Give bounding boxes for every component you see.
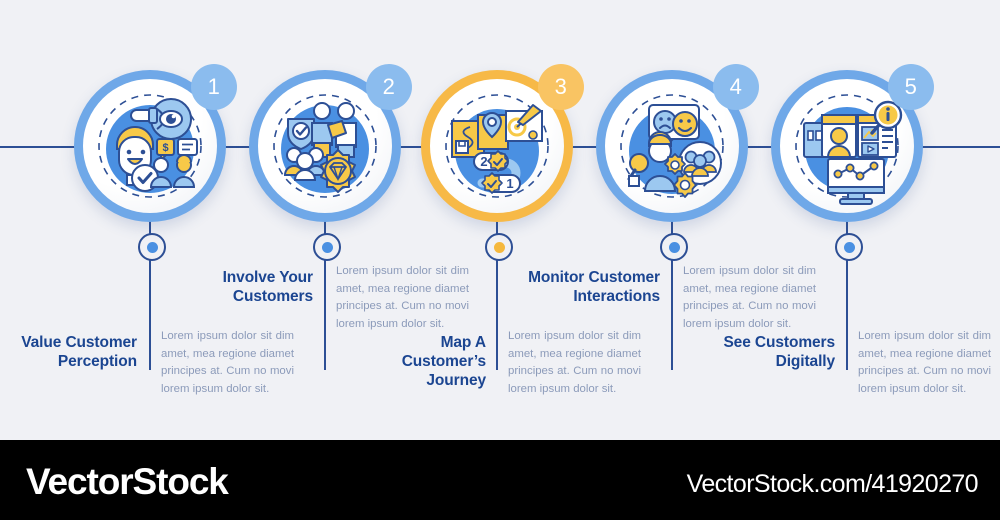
step-title-block-4: Monitor Customer Interactions (518, 268, 660, 306)
team-quality-icon (258, 79, 392, 213)
step-body-1: Lorem ipsum dolor sit dim amet, mea regi… (161, 330, 294, 395)
step-body-block-5: Lorem ipsum dolor sit dim amet, mea regi… (858, 328, 991, 398)
connector-stem-3 (496, 218, 498, 370)
vectorstock-url: VectorStock.com/41920270 (686, 470, 979, 498)
step-node-4[interactable]: 4 (596, 64, 759, 222)
dot-core (146, 241, 158, 253)
connector-stem-1 (149, 218, 151, 370)
connector-dot-3 (485, 233, 513, 261)
dot-core (321, 241, 333, 253)
infographic-stage: $ 1 (0, 64, 1000, 398)
step-title-block-3: Map A Customer’s Journey (358, 333, 486, 390)
step-body-block-4: Lorem ipsum dolor sit dim amet, mea regi… (683, 263, 816, 333)
step-title-block-2: Involve Your Customers (188, 268, 314, 306)
connector-dot-1 (138, 233, 166, 261)
digital-profile-icon (780, 79, 914, 213)
step-node-2[interactable]: 2 (249, 64, 412, 222)
step-badge-2: 2 (366, 64, 412, 110)
step-title-3: Map A Customer’s Journey (401, 334, 486, 389)
step-body-5: Lorem ipsum dolor sit dim amet, mea regi… (858, 330, 991, 395)
step-title-4: Monitor Customer Interactions (528, 269, 660, 305)
connector-stem-2 (324, 218, 326, 370)
connector-stem-4 (671, 218, 673, 370)
svg-text:1: 1 (506, 176, 513, 191)
step-badge-3: 3 (538, 64, 584, 110)
dot-core (493, 241, 505, 253)
step-badge-1: 1 (191, 64, 237, 110)
dot-core (668, 241, 680, 253)
customer-perception-icon: $ (83, 79, 217, 213)
step-node-1[interactable]: $ 1 (74, 64, 237, 222)
step-title-block-5: See Customers Digitally (713, 333, 835, 371)
step-badge-5: 5 (888, 64, 934, 110)
step-title-2: Involve Your Customers (222, 269, 314, 305)
step-title-1: Value Customer Perception (21, 334, 137, 370)
step-body-block-1: Lorem ipsum dolor sit dim amet, mea regi… (161, 328, 294, 398)
step-node-5[interactable]: 5 (771, 64, 934, 222)
feedback-monitor-icon (605, 79, 739, 213)
step-body-2: Lorem ipsum dolor sit dim amet, mea regi… (336, 265, 469, 330)
connector-dot-2 (313, 233, 341, 261)
step-badge-4: 4 (713, 64, 759, 110)
step-body-block-3: Lorem ipsum dolor sit dim amet, mea regi… (508, 328, 641, 398)
step-title-5: See Customers Digitally (723, 334, 835, 370)
connector-stem-5 (846, 218, 848, 370)
svg-text:$: $ (162, 142, 168, 154)
step-body-3: Lorem ipsum dolor sit dim amet, mea regi… (508, 330, 641, 395)
vectorstock-logo: VectorStock (26, 461, 229, 502)
svg-text:2: 2 (480, 154, 487, 169)
step-title-block-1: Value Customer Perception (0, 333, 137, 371)
step-node-3[interactable]: 2 1 3 (421, 64, 584, 222)
step-body-4: Lorem ipsum dolor sit dim amet, mea regi… (683, 265, 816, 330)
dot-core (843, 241, 855, 253)
connector-dot-4 (660, 233, 688, 261)
watermark-bar: VectorStock VectorStock.com/41920270 (0, 440, 1000, 520)
journey-map-icon: 2 1 (430, 79, 564, 213)
step-body-block-2: Lorem ipsum dolor sit dim amet, mea regi… (336, 263, 469, 333)
connector-dot-5 (835, 233, 863, 261)
